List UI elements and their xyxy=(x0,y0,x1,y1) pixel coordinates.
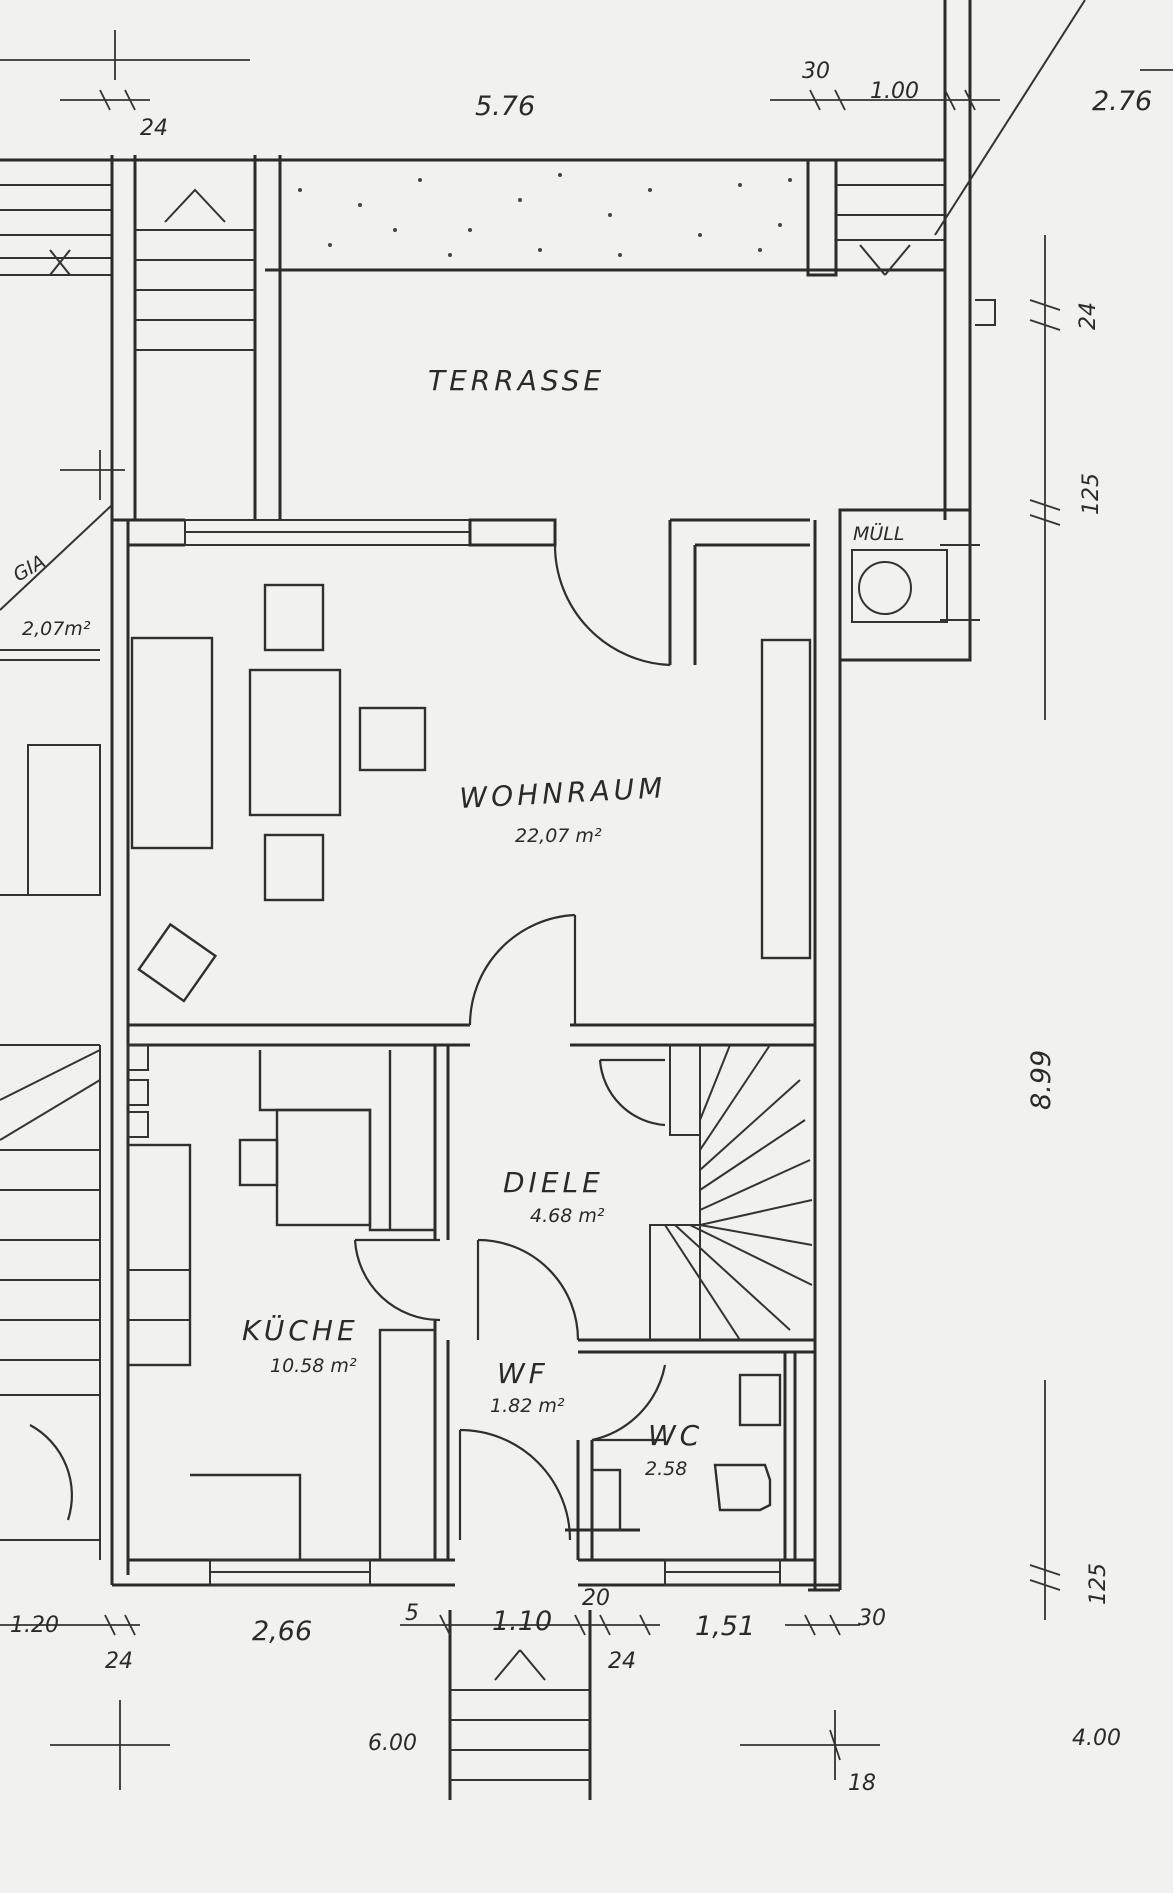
stair-neighbour xyxy=(0,659,101,1560)
doors xyxy=(29,544,672,1541)
dim-bottom-24a: 24 xyxy=(105,1649,133,1674)
dimension-labels: 24 5.76 30 1.00 2.76 24 125 8.99 125 4.0… xyxy=(10,59,1152,1796)
entrance-stairs xyxy=(448,1610,592,1800)
dim-top-276: 2.76 xyxy=(1092,86,1152,117)
label-loggia: GIA xyxy=(10,551,50,587)
dim-bottom-266: 2,66 xyxy=(252,1616,312,1647)
area-wohnraum: 22,07 m² xyxy=(515,825,602,847)
label-wc: WC xyxy=(648,1419,703,1452)
label-diele: DIELE xyxy=(503,1166,604,1199)
dim-bottom-18: 18 xyxy=(848,1771,876,1796)
interior-walls xyxy=(127,1023,815,1560)
furniture-wc xyxy=(590,1373,782,1532)
stair-diele xyxy=(649,1044,813,1341)
label-muell: MÜLL xyxy=(853,522,904,545)
dim-right-24: 24 xyxy=(1076,302,1101,330)
area-loggia: 2,07m² xyxy=(22,618,91,640)
dim-right-400: 4.00 xyxy=(1072,1726,1121,1751)
dim-top-24: 24 xyxy=(140,116,168,141)
house-walls xyxy=(110,518,842,1592)
area-wc: 2.58 xyxy=(645,1458,687,1480)
dim-top-576: 5.76 xyxy=(475,91,535,122)
dim-top-30: 30 xyxy=(802,59,830,84)
stair-top-left xyxy=(0,184,112,276)
terrace-planter xyxy=(0,158,945,277)
dim-right-125b: 125 xyxy=(1086,1563,1111,1605)
label-terrasse: TERRASSE xyxy=(428,364,605,397)
dim-bottom-30: 30 xyxy=(858,1606,886,1631)
stair-top-middle xyxy=(110,155,282,520)
dim-bottom-24b: 24 xyxy=(608,1649,636,1674)
area-kueche: 10.58 m² xyxy=(270,1355,357,1377)
dim-right-125a: 125 xyxy=(1079,473,1104,515)
dim-bottom-20: 20 xyxy=(582,1586,610,1611)
dim-bottom-151: 1,51 xyxy=(695,1611,755,1642)
dim-bottom-5: 5 xyxy=(405,1601,419,1626)
dim-top-100: 1.00 xyxy=(870,79,919,104)
furniture-kueche xyxy=(126,1050,437,1562)
furniture-wohnraum xyxy=(130,583,812,1003)
dim-bottom-120: 1.20 xyxy=(10,1613,59,1638)
bin-enclosure xyxy=(838,508,980,662)
dim-right-899: 8.99 xyxy=(1026,1050,1057,1110)
label-wohnraum: WOHNRAUM xyxy=(459,771,667,815)
dim-bottom-110: 1.10 xyxy=(492,1606,552,1637)
area-wf: 1.82 m² xyxy=(490,1395,565,1417)
label-wf: WF xyxy=(497,1357,549,1390)
dimension-lines xyxy=(0,30,1173,1790)
label-kueche: KÜCHE xyxy=(242,1313,359,1347)
area-diele: 4.68 m² xyxy=(530,1205,605,1227)
dim-bottom-600: 6.00 xyxy=(368,1731,417,1756)
